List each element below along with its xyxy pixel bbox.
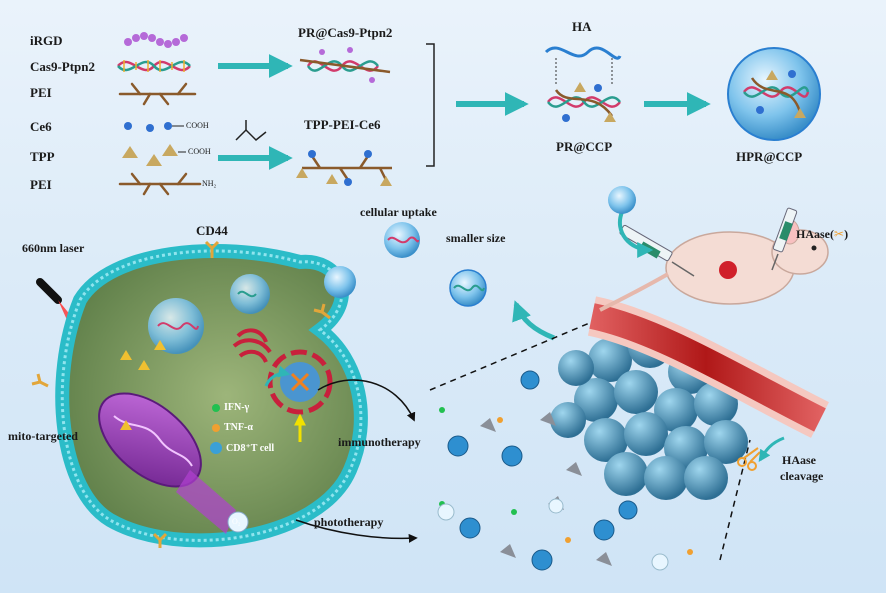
np-endosome-2 [230,274,270,314]
label-tpp-pei-ce6: TPP-PEI-Ce6 [304,117,381,132]
prccp-particle [547,82,621,122]
label-cooh-1: COOH [186,121,209,130]
label-ha: HA [572,19,592,34]
label-cas9: Cas9-Ptpn2 [30,59,96,74]
vessel-blood [589,303,826,432]
mito-beam [176,470,236,534]
label-cooh-2: COOH [188,147,211,156]
tpp-molecules [122,144,186,166]
immuno-arrow [317,379,416,422]
irgd-peptide [124,32,188,48]
o2-bubbles-free [437,498,669,571]
label-smaller-size: smaller size [446,231,506,245]
photo-arrow [295,519,418,543]
pei-branch-1 [118,82,197,106]
ha-strand [544,46,622,60]
amide-reagent [235,120,267,142]
label-laser: 660nm laser [22,241,85,255]
label-cd8: CD8⁺T cell [226,443,275,454]
haase-close: ) [844,227,849,241]
haase-text: HAase( [796,227,834,241]
golgi [232,328,272,363]
label-o2-cell: O₂ [232,517,241,526]
label-phototherapy: phototherapy [314,515,384,529]
label-haase-cleavage-2: cleavage [780,469,824,483]
label-cd44: CD44 [196,223,228,238]
inject-np [608,186,636,214]
label-haase-cleavage-1: HAase [782,453,816,467]
cas9-helix [117,60,191,72]
immune-cells [447,370,638,571]
uptake-particles [324,222,487,307]
label-pei-2: PEI [30,177,52,192]
label-pr-ccp: PR@CCP [556,139,613,154]
label-ifn: IFN-γ [224,402,250,413]
label-nh2: NH₂ [202,179,217,188]
ce6-molecules [124,122,184,132]
np-endosome-1 [148,298,204,354]
cd8-mini [210,442,222,454]
label-pei-1: PEI [30,85,52,100]
scissors-icon-inline: ✂ [834,227,845,241]
tpp-in-cell [120,340,166,430]
label-immunotherapy: immunotherapy [338,435,421,449]
cd44-receptors [31,240,331,548]
label-tpp: TPP [30,149,55,164]
label-pr-cas9: PR@Cas9-Ptpn2 [298,25,393,40]
hprccp-sphere [727,47,821,141]
arrow-smaller [512,300,555,341]
label-mito-targeted: mito-targeted [8,429,78,443]
tumor-cluster [550,324,748,500]
label-tnf: TNF-α [224,422,253,433]
label-hpr-ccp: HPR@CCP [736,149,803,164]
scissors-icon [737,447,761,471]
tpp-pei-ce6-complex [296,150,392,186]
label-haase-injection: HAase(✂) [796,228,848,240]
label-ce6: Ce6 [30,119,52,134]
label-cellular-uptake: cellular uptake [360,205,437,219]
pei-branch-2 [118,172,202,196]
label-irgd: iRGD [30,33,63,48]
pr-cas9-complex [299,47,391,83]
syringe-right [771,207,798,271]
combine-bracket [426,43,435,167]
o2-bubble-cell [227,511,249,533]
